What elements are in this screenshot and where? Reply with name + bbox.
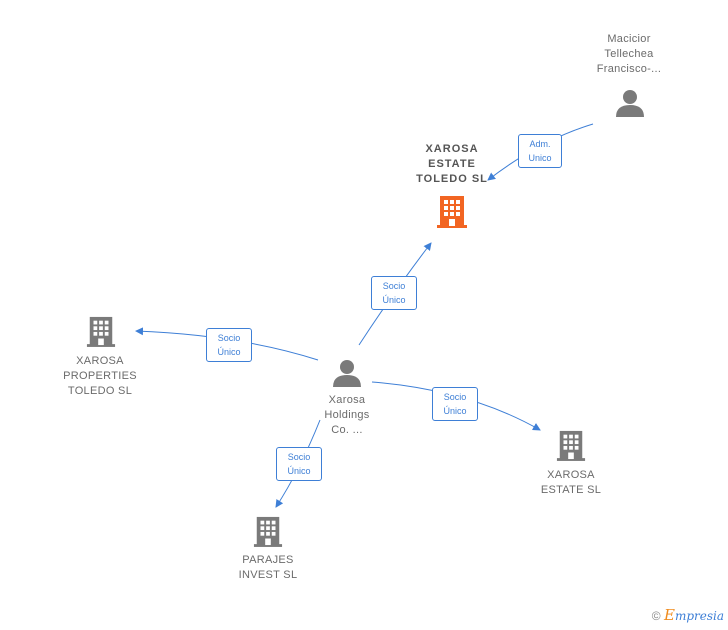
label-line: Tellechea (604, 48, 654, 60)
label-line: PROPERTIES (63, 370, 137, 382)
node-label: XAROSA ESTATE SL (526, 468, 616, 498)
edge-label-line: Socio (217, 333, 241, 343)
building-icon (253, 516, 283, 547)
node-xarosa-estate-toledo[interactable]: XAROSA ESTATE TOLEDO SL (402, 142, 502, 232)
label-line: TOLEDO SL (416, 173, 488, 185)
building-icon (556, 430, 586, 461)
edge-label-socio-estate: Socio Único (432, 387, 478, 421)
label-line: XAROSA (547, 469, 595, 481)
brand-logo-initial: E (663, 606, 675, 624)
label-line: Holdings (324, 409, 370, 421)
label-line: Macicior (607, 33, 651, 45)
node-parajes-invest[interactable]: PARAJES INVEST SL (222, 514, 314, 586)
label-line: TOLEDO SL (67, 385, 133, 397)
brand-watermark: © Empresia (652, 606, 724, 624)
edge-label-line: Socio (382, 281, 406, 291)
label-line: Xarosa (328, 394, 366, 406)
edge-label-socio-properties: Socio Único (206, 328, 252, 362)
person-icon (333, 360, 361, 387)
edge-label-socio-toledo: Socio Único (371, 276, 417, 310)
edge-label-line: Adm. (529, 139, 551, 149)
edge-label-line: Único (287, 466, 311, 476)
edge-label-socio-parajes: Socio Único (276, 447, 322, 481)
building-icon (437, 196, 467, 228)
copyright-symbol: © (651, 609, 661, 623)
edge-label-line: Único (443, 406, 467, 416)
label-line: XAROSA (425, 143, 479, 155)
edge-label-line: Unico (528, 153, 552, 163)
brand-name: mpresia (674, 609, 724, 623)
edge-label-line: Único (382, 295, 406, 305)
edge-label-adm: Adm. Unico (518, 134, 562, 168)
node-label: XAROSA ESTATE TOLEDO SL (402, 142, 502, 187)
edge-label-line: Socio (443, 392, 467, 402)
label-line: PARAJES (242, 554, 294, 566)
edge-label-line: Socio (287, 452, 311, 462)
node-label: Macicior Tellechea Francisco-... (578, 32, 680, 77)
label-line: XAROSA (76, 355, 124, 367)
person-icon (616, 90, 644, 117)
node-label: Xarosa Holdings Co. ... (300, 393, 394, 438)
building-icon (86, 316, 116, 347)
edge-label-line: Único (217, 347, 241, 357)
node-label: PARAJES INVEST SL (222, 553, 314, 583)
node-label: XAROSA PROPERTIES TOLEDO SL (52, 354, 148, 399)
node-xarosa-holdings[interactable]: Xarosa Holdings Co. ... (300, 356, 394, 442)
label-line: ESTATE (428, 158, 476, 170)
node-xarosa-properties[interactable]: XAROSA PROPERTIES TOLEDO SL (52, 314, 148, 404)
label-line: ESTATE SL (540, 484, 602, 496)
label-line: Francisco-... (596, 63, 662, 75)
node-xarosa-estate[interactable]: XAROSA ESTATE SL (526, 428, 616, 502)
node-macicior[interactable]: Macicior Tellechea Francisco-... (578, 32, 680, 122)
label-line: Co. ... (331, 424, 363, 436)
label-line: INVEST SL (238, 569, 298, 581)
